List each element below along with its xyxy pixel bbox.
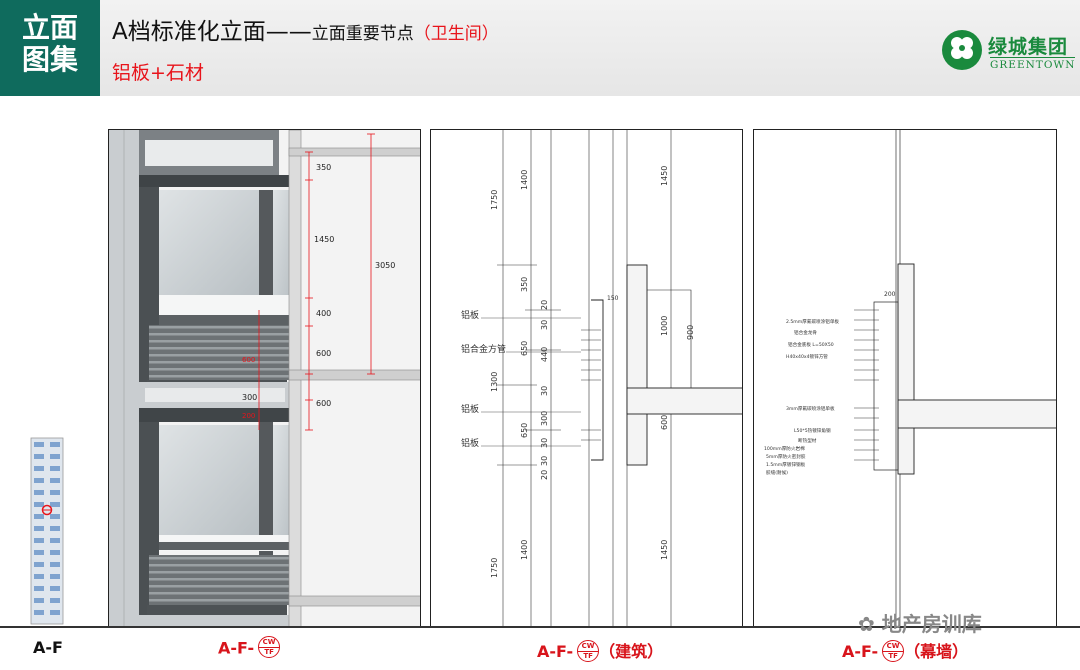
note-5: 3mm厚氟碳喷涂铝单板: [786, 405, 835, 412]
note-7: 断热型材: [798, 437, 817, 444]
dim-top-200: 200: [884, 291, 896, 298]
note-10: 1.5mm厚镀锌钢板: [766, 461, 806, 468]
page-subtitle: 铝板+石材: [112, 62, 204, 84]
section-curtain-wall-drawing: 2.5mm厚氟碳喷涂铝单板 铝合金龙骨 铝合金底板 L=50X50 H40x40…: [764, 130, 1056, 626]
facade-render-panel: 350 1450 3050 400 600 300 600 600 200: [108, 129, 421, 627]
dim-left-1750-top: 1750: [490, 190, 499, 210]
facade-render-image: 350 1450 3050 400 600 300 600 600 200: [109, 130, 420, 626]
footer-divider: [0, 626, 1080, 628]
caption-section-b-text: A-F-: [842, 642, 879, 661]
dim-small-30-a: 30: [540, 320, 549, 330]
dim-right-900: 900: [686, 325, 695, 340]
badge-line-1: 立面: [21, 11, 78, 44]
symbol-top: CW: [259, 637, 280, 648]
note-6: L50*5热镀锌角钢: [794, 427, 831, 434]
label-aluminum-panel-1: 铝板: [461, 309, 479, 321]
dim-350: 350: [316, 163, 331, 172]
caption-photo-text: A-F-: [218, 638, 255, 658]
section-architecture-drawing: 铝板 铝合金方管 铝板 铝板 1750 1300 1750 1400 350 6…: [461, 130, 742, 626]
badge-line-2: 图集: [21, 43, 78, 76]
dim-600-a: 600: [316, 349, 331, 358]
note-9: 5mm厚防火密封胶: [766, 453, 806, 460]
dim-left-1300: 1300: [490, 372, 499, 392]
dim-right-600: 600: [660, 415, 669, 430]
dim-300: 300: [242, 393, 257, 402]
dim-small-30-d: 30: [540, 456, 549, 466]
section-badge: 立面 图集: [0, 0, 100, 96]
dim-400: 400: [316, 309, 331, 318]
title-paren: （卫生间）: [413, 24, 499, 44]
logo-chinese-name: 绿城集团: [988, 36, 1069, 58]
section-architecture-panel: 铝板 铝合金方管 铝板 铝板 1750 1300 1750 1400 350 6…: [430, 129, 743, 627]
greentown-logo: 绿城集团 GREENTOWN: [940, 28, 1076, 74]
dim-mid-1400-top: 1400: [520, 170, 529, 190]
dim-left-1750-bottom: 1750: [490, 558, 499, 578]
note-8: 100mm厚防火岩棉: [764, 445, 805, 452]
note-4: H40x40x4镀锌方管: [786, 353, 828, 360]
dim-600-b: 600: [316, 399, 331, 408]
header-bar: 立面 图集 A档标准化立面——立面重要节点（卫生间） 铝板+石材 绿城集团 GR…: [0, 0, 1080, 96]
dim-3050: 3050: [375, 261, 395, 270]
symbol-bottom: TF: [888, 651, 898, 660]
dim-1450: 1450: [314, 235, 334, 244]
caption-section-a-text: A-F-: [537, 642, 574, 661]
symbol-bottom: TF: [583, 651, 593, 660]
watermark: ✿ 地产房训库: [858, 608, 982, 637]
dim-small-30-b: 30: [540, 386, 549, 396]
title-main: A档标准化立面——: [112, 19, 312, 45]
section-curtain-wall-panel: 2.5mm厚氟碳喷涂铝单板 铝合金龙骨 铝合金底板 L=50X50 H40x40…: [753, 129, 1057, 627]
caption-section-b-note: （幕墙）: [904, 642, 969, 661]
dim-small-20: 20: [540, 300, 549, 310]
dim-right-1450-bottom: 1450: [660, 540, 669, 560]
label-aluminum-panel-3: 铝板: [461, 437, 479, 449]
watermark-text: 地产房训库: [881, 612, 982, 636]
wechat-icon: ✿: [858, 612, 882, 636]
dim-mid-650-a: 650: [520, 341, 529, 356]
note-11: 胶缝(耐候): [766, 469, 788, 476]
dim-red-200: 200: [242, 412, 255, 420]
logo-english-name: GREENTOWN: [990, 57, 1076, 71]
note-3: 铝合金底板 L=50X50: [788, 341, 834, 348]
note-1: 2.5mm厚氟碳喷涂铝单板: [786, 318, 839, 325]
symbol-top: CW: [883, 641, 904, 652]
caption-section-a-note: （建筑）: [599, 642, 664, 661]
dim-mid-1400-bottom: 1400: [520, 540, 529, 560]
page-title: A档标准化立面——立面重要节点（卫生间）: [112, 12, 499, 46]
dim-right-1000: 1000: [660, 316, 669, 336]
tower-elevation-thumbnail: [30, 437, 64, 625]
label-aluminum-panel-2: 铝板: [461, 403, 479, 415]
dim-small-30-c: 30: [540, 438, 549, 448]
dim-right-1450-top: 1450: [660, 166, 669, 186]
dim-small-300: 300: [540, 411, 549, 426]
dim-mid-350: 350: [520, 277, 529, 292]
clover-logo-icon: [942, 30, 982, 70]
label-aluminum-tube: 铝合金方管: [461, 343, 506, 355]
dim-red-600: 600: [242, 356, 255, 364]
dim-mid-650-b: 650: [520, 423, 529, 438]
note-2: 铝合金龙骨: [794, 329, 817, 336]
dim-small-440: 440: [540, 347, 549, 362]
dim-top-150: 150: [607, 295, 619, 302]
dim-small-20-b: 20: [540, 470, 549, 480]
caption-tower: A-F: [33, 638, 63, 657]
title-sub: 立面重要节点: [311, 24, 414, 44]
symbol-top: CW: [578, 641, 599, 652]
symbol-bottom: TF: [264, 648, 274, 656]
